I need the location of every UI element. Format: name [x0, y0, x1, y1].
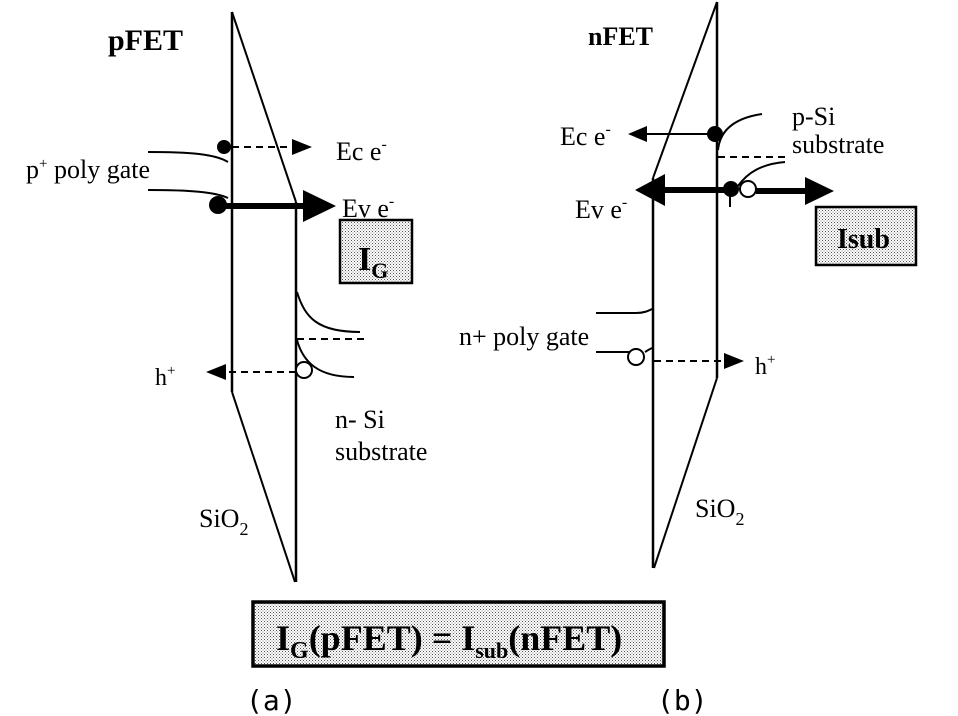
nfet-ev-label: Ev e-	[575, 194, 627, 224]
caption-b: (b)	[657, 684, 708, 716]
pfet-ev-electron-icon	[209, 196, 227, 214]
pfet-gate-ec-curve	[147, 151, 229, 163]
equation-box: IG(pFET) = Isub(nFET)	[251, 600, 666, 668]
nfet-gate-ev-curve-end	[644, 347, 653, 353]
pfet-gate-ev-curve	[147, 189, 229, 199]
nfet-ev-arrowhead-icon	[635, 174, 665, 206]
pfet-oxide-label: SiO2	[199, 504, 248, 539]
nfet-substrate-label-line1: p-Si	[792, 102, 835, 131]
pfet-substrate-label-line2: substrate	[335, 437, 427, 466]
pfet-ig-text: IG	[358, 241, 388, 283]
nfet-isub-arrowhead-icon	[805, 177, 834, 205]
pfet-hole-arrowhead-icon	[206, 364, 226, 380]
pfet-ig-current-box: IG	[338, 218, 414, 285]
pfet-hole-icon	[295, 361, 313, 379]
pfet-gate-label: p+ poly gate	[26, 155, 150, 184]
caption-a: (a)	[246, 684, 297, 716]
nfet-ev-electron-icon	[723, 181, 739, 197]
nfet-oxide-bottom-slope	[653, 377, 718, 569]
nfet-oxide-outline	[651, 1, 719, 569]
nfet-oxide-top-slope	[652, 1, 718, 179]
nfet-hole-arrowhead-icon	[724, 353, 744, 369]
pfet-ec-arrowhead-icon	[292, 139, 312, 155]
nfet-ec-label: Ec e-	[560, 121, 611, 151]
pfet-substrate-label-line1: n- Si	[335, 405, 385, 434]
nfet-substrate-label-line2: substrate	[792, 130, 884, 159]
nfet-title: nFET	[588, 22, 653, 51]
nfet-generated-hole-icon	[739, 180, 757, 198]
pfet-ec-label: Ec e-	[336, 136, 387, 166]
pfet-ec-electron-icon	[217, 140, 231, 154]
nfet-gate-ec-curve	[596, 308, 653, 314]
pfet-substrate-ev-curve	[296, 339, 355, 378]
panel-b-nfet: nFET Ec e- Ev e- p-Si substrate	[459, 1, 918, 569]
pfet-oxide-bottom-slope	[231, 391, 296, 583]
nfet-oxide-label: SiO2	[695, 494, 744, 529]
pfet-ev-label: Ev e-	[342, 193, 394, 223]
pfet-title: pFET	[108, 24, 183, 57]
nfet-gate-label: n+ poly gate	[459, 322, 589, 351]
equation-text: IG(pFET) = Isub(nFET)	[276, 618, 622, 664]
nfet-hole-icon	[627, 348, 645, 366]
pfet-substrate-ec-curve	[296, 291, 361, 333]
panel-a-pfet: pFET Ec e- Ev e- p+ poly gate IG	[26, 11, 427, 583]
nfet-ec-arrowhead-icon	[628, 126, 647, 142]
nfet-isub-current-box: Isub	[814, 205, 918, 267]
pfet-hole-label: h+	[155, 363, 175, 391]
pfet-oxide-top-slope	[231, 11, 297, 203]
nfet-isub-text: Isub	[837, 224, 890, 255]
pfet-ev-arrowhead-icon	[303, 190, 336, 222]
nfet-ec-electron-icon	[707, 126, 723, 142]
pfet-oxide-outline	[230, 11, 298, 583]
nfet-substrate-ec-curve	[717, 113, 763, 151]
nfet-substrate-ev-curve	[737, 161, 786, 187]
nfet-hole-label: h+	[755, 352, 775, 380]
